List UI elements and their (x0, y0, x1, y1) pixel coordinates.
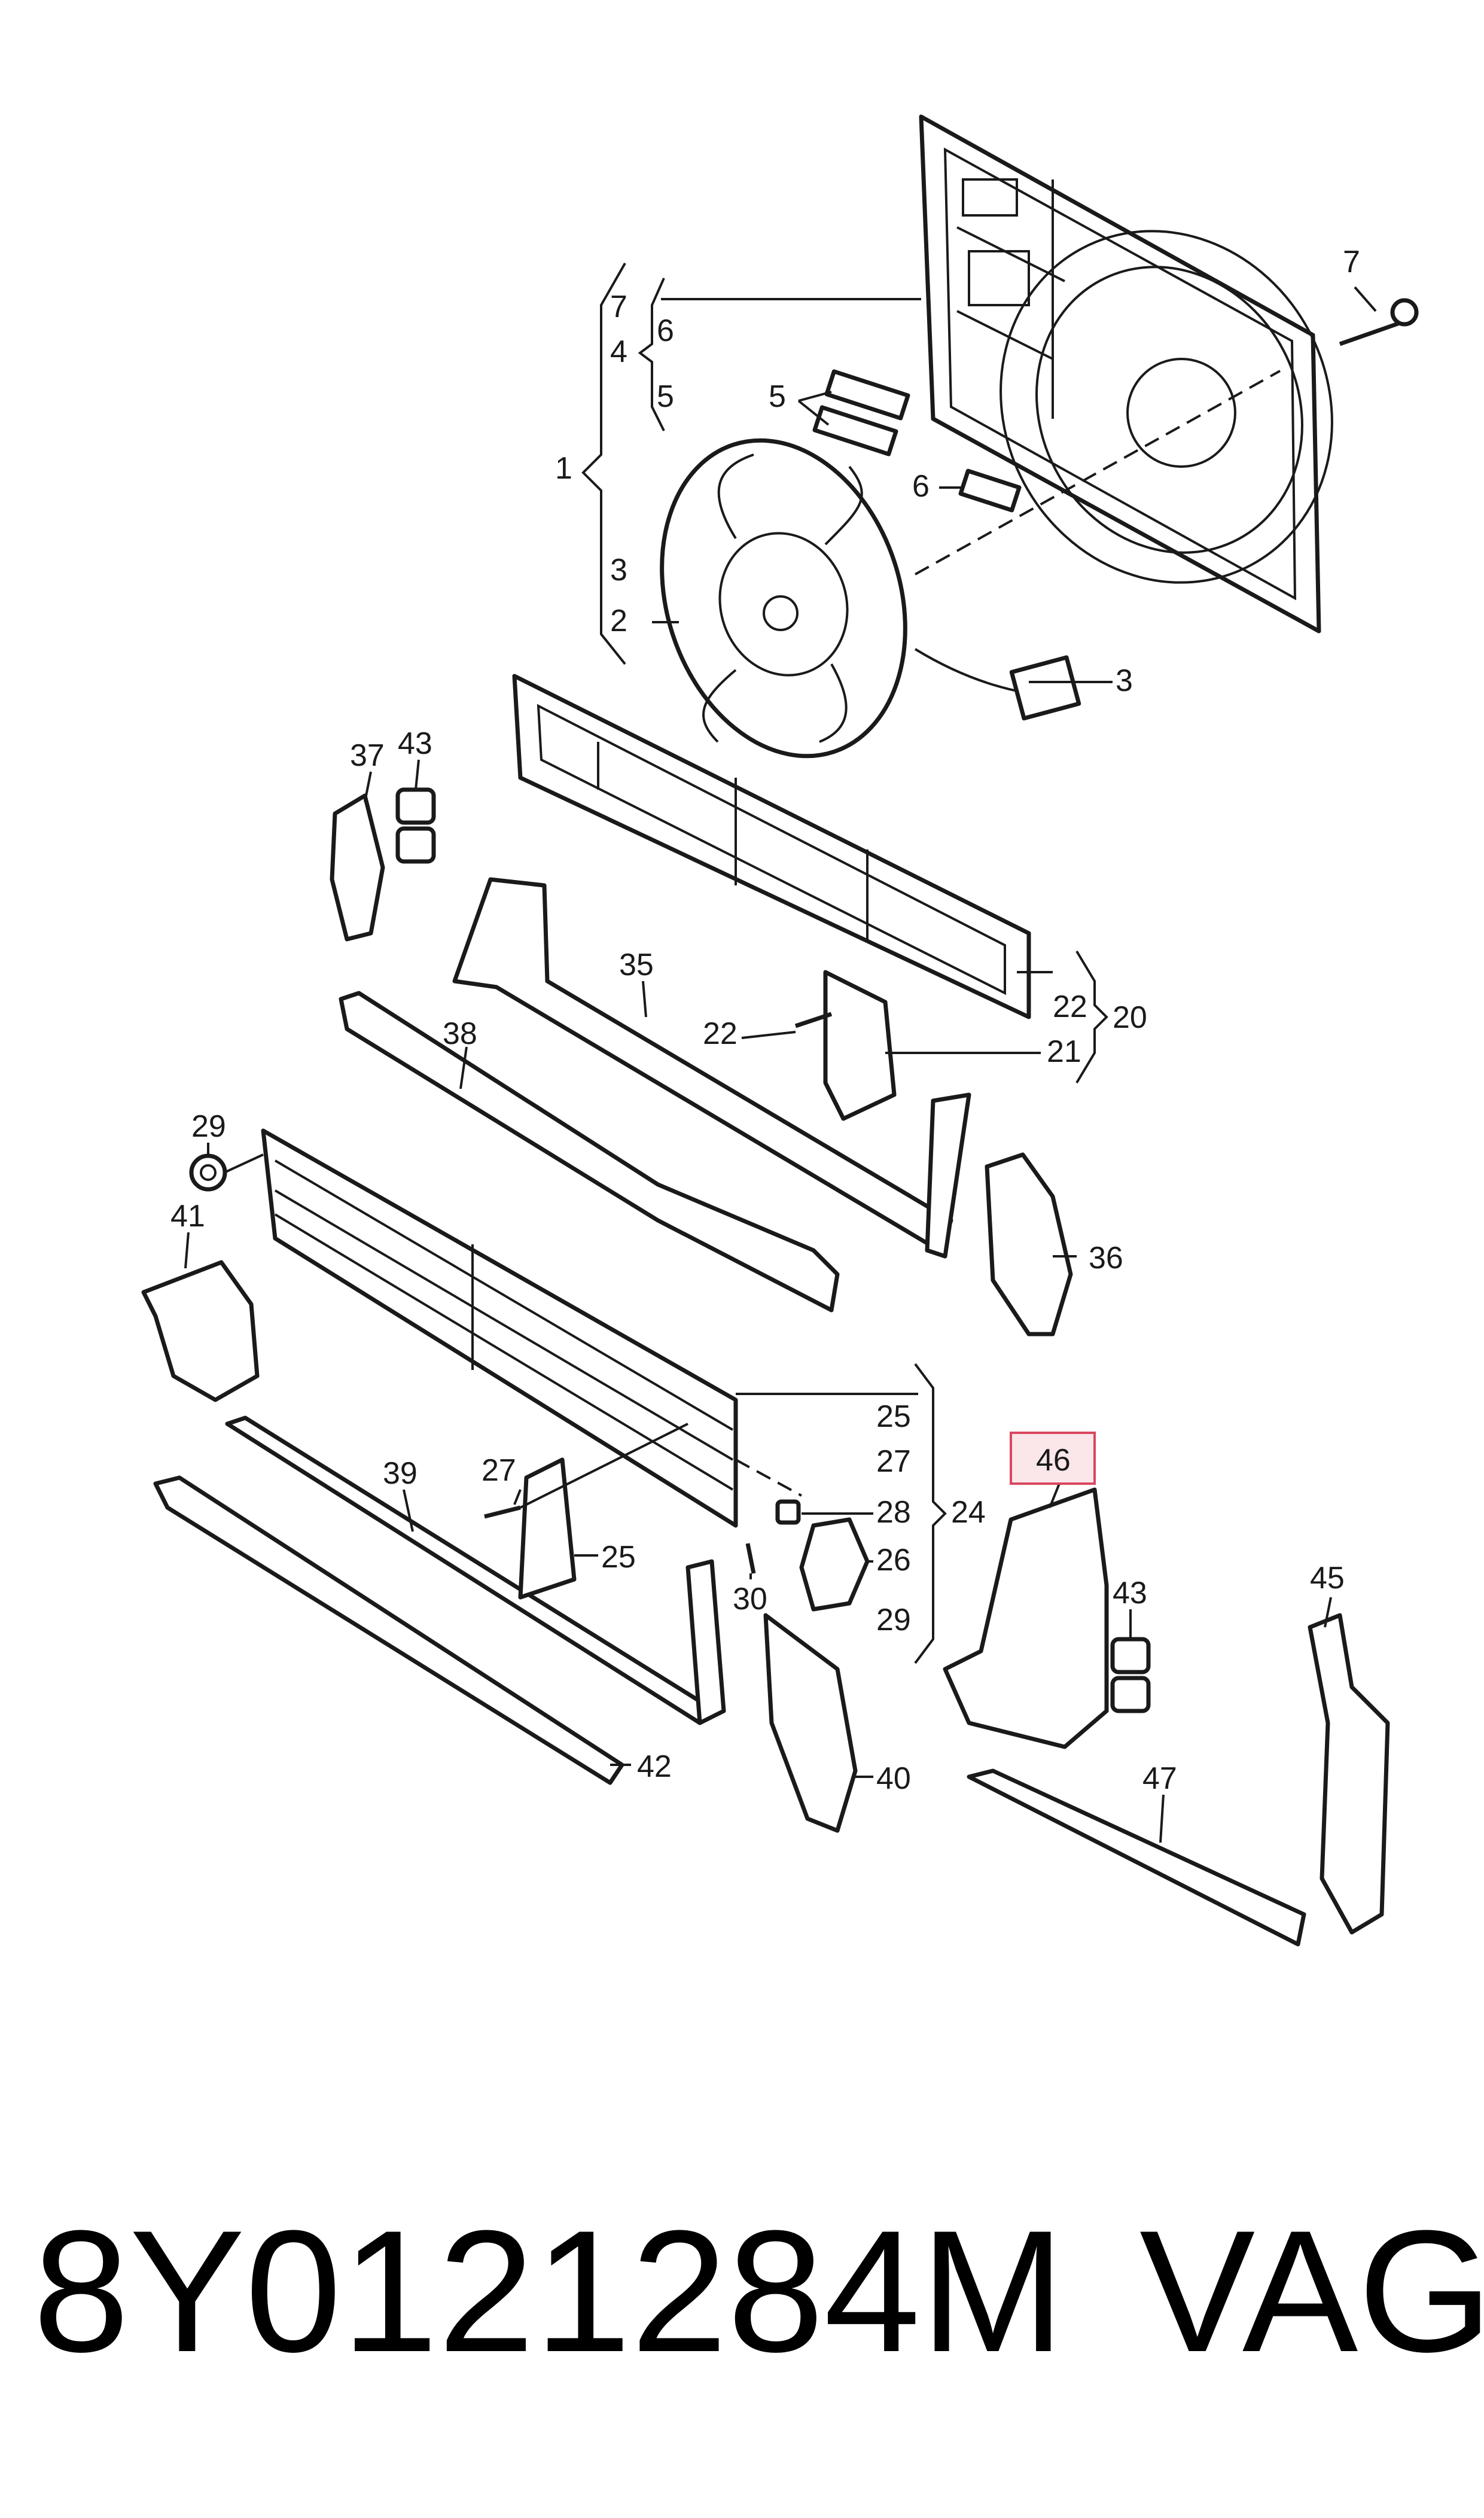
callout-20: 20 (1113, 1000, 1147, 1035)
brand-label: VAG (1139, 2194, 1484, 2388)
callout-22-screw: 22 (703, 1016, 738, 1051)
fan-wheel (660, 438, 1081, 759)
callout-5-brace: 5 (657, 379, 674, 414)
callout-5-pads: 5 (769, 379, 786, 414)
bracket-21 (823, 970, 897, 1121)
seal-strip-38 (339, 991, 840, 1313)
lower-strip-42 (153, 1475, 624, 1785)
bracket-41 (141, 1260, 260, 1402)
screw-27 (484, 1505, 521, 1519)
callout-39: 39 (383, 1456, 418, 1491)
screw-22 (794, 1012, 833, 1028)
bolt-7 (1339, 298, 1419, 346)
part-5-upper-pad (824, 369, 910, 421)
bracket-37 (330, 793, 385, 942)
callout-27-brace: 27 (876, 1444, 911, 1479)
callout-30: 30 (733, 1582, 767, 1616)
callout-4: 4 (610, 334, 627, 369)
callout-26: 26 (876, 1543, 911, 1578)
callout-labels: 1 2 3 3 4 5 5 6 6 7 7 20 21 22 22 24 25 … (170, 245, 1360, 1796)
part-5-lower-pad (812, 405, 898, 456)
callout-6-pad: 6 (912, 469, 930, 504)
callout-25-brace: 25 (876, 1399, 911, 1434)
callout-25-bracket: 25 (601, 1540, 636, 1575)
bracket-25 (518, 1457, 577, 1600)
part-6-pad (958, 468, 1022, 513)
lower-strip-47 (967, 1768, 1306, 1947)
callout-38: 38 (443, 1016, 477, 1051)
part-number-label: 8Y0121284M (33, 2194, 1065, 2388)
callout-45: 45 (1310, 1561, 1345, 1596)
air-duct-36 (985, 1152, 1073, 1336)
callout-36: 36 (1089, 1241, 1123, 1275)
bracket-45 (1308, 1613, 1390, 1935)
callout-29-brace: 29 (876, 1603, 911, 1637)
callout-43-upper: 43 (398, 726, 432, 761)
actuator-26 (799, 1517, 870, 1612)
callout-40: 40 (876, 1761, 911, 1796)
callout-21: 21 (1047, 1034, 1081, 1069)
callout-7-brace: 7 (610, 290, 627, 324)
grouping-braces (581, 263, 1108, 1664)
callout-41: 41 (170, 1199, 205, 1234)
air-duct-40 (763, 1613, 858, 1833)
callout-47: 47 (1142, 1761, 1177, 1796)
bolt-30 (745, 1543, 756, 1574)
callout-42: 42 (637, 1749, 672, 1784)
callout-24: 24 (951, 1495, 986, 1530)
callout-1: 1 (555, 451, 572, 486)
highlight-box-46 (1010, 1432, 1096, 1485)
nut-28 (775, 1499, 801, 1525)
callout-27-screw: 27 (482, 1453, 516, 1488)
callout-43-lower: 43 (1113, 1576, 1147, 1610)
callout-2: 2 (610, 604, 627, 638)
callout-29-grommet: 29 (191, 1109, 226, 1144)
callout-46: 46 (1036, 1443, 1071, 1478)
lower-upright (685, 1559, 726, 1725)
grommet-29 (189, 1153, 227, 1192)
active-grille-shutter (261, 1128, 738, 1528)
callout-3-left: 3 (610, 553, 627, 587)
callout-6-brace: 6 (657, 313, 674, 348)
air-duct-46 (943, 1487, 1109, 1749)
buffer-43-lower (1110, 1637, 1151, 1713)
buffer-43-upper (395, 787, 436, 864)
callout-37: 37 (350, 738, 385, 773)
callout-28: 28 (876, 1495, 911, 1530)
leader-lines (184, 286, 1377, 1843)
callout-7-bolt: 7 (1343, 245, 1360, 279)
callout-35: 35 (619, 948, 654, 982)
cross-member (512, 674, 1031, 1019)
callout-22-brace: 22 (1053, 989, 1087, 1024)
callout-3-right: 3 (1116, 663, 1133, 698)
fan-shroud (919, 114, 1333, 634)
air-guide-35 (452, 877, 971, 1259)
